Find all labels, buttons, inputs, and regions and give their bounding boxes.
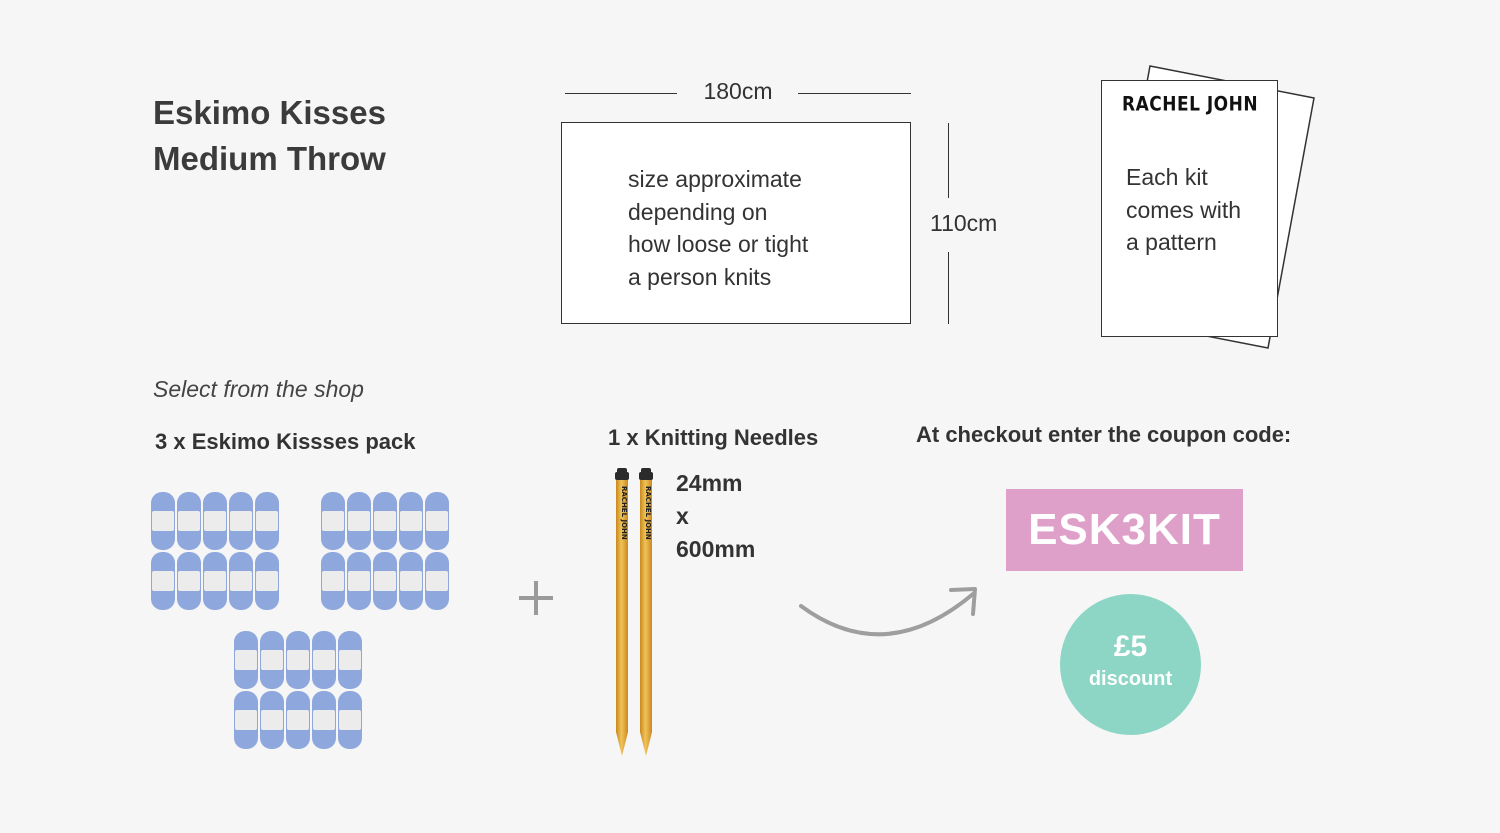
yarn-pack-1 xyxy=(148,490,286,617)
yarn-skein-icon xyxy=(229,552,253,610)
yarn-skein-icon xyxy=(338,631,362,689)
yarn-skein-icon xyxy=(286,631,310,689)
needle-2: RACHEL JOHN xyxy=(639,468,653,756)
yarn-pack-icon xyxy=(321,492,449,610)
width-line-right xyxy=(798,93,911,94)
size-note-line-3: how loose or tight xyxy=(628,231,809,257)
discount-amount: £5 xyxy=(1113,630,1148,663)
yarn-skein-icon xyxy=(399,552,423,610)
plus-icon xyxy=(519,581,553,615)
yarn-skein-icon xyxy=(234,631,258,689)
pattern-note-line-3: a pattern xyxy=(1126,229,1217,255)
coupon-code: ESK3KIT xyxy=(1006,489,1243,571)
needle-1: RACHEL JOHN xyxy=(615,468,629,756)
coupon-instruction: At checkout enter the coupon code: xyxy=(916,422,1292,447)
yarn-skein-icon xyxy=(260,631,284,689)
size-note: size approximate depending on how loose … xyxy=(628,163,808,293)
yarn-skein-icon xyxy=(203,492,227,550)
yarn-skein-icon xyxy=(286,691,310,749)
width-dimension: 180cm xyxy=(565,78,911,108)
yarn-pack-icon xyxy=(151,492,279,610)
needles-label: 1 x Knitting Needles xyxy=(608,425,819,450)
select-from-shop-label: Select from the shop xyxy=(153,376,364,402)
curved-arrow-icon xyxy=(799,587,977,637)
height-line-bottom xyxy=(948,252,949,324)
yarn-pack-2 xyxy=(318,490,456,617)
height-line-top xyxy=(948,123,949,198)
title-line-2: Medium Throw xyxy=(153,140,386,177)
yarn-skein-icon xyxy=(260,691,284,749)
needle-size-line-3: 600mm xyxy=(676,536,756,562)
yarn-skein-icon xyxy=(347,552,371,610)
width-line-left xyxy=(565,93,677,94)
yarn-skein-icon xyxy=(255,492,279,550)
yarn-skein-icon xyxy=(399,492,423,550)
svg-text:RACHEL JOHN: RACHEL JOHN xyxy=(644,486,652,540)
needle-size-line-2: x xyxy=(676,503,689,529)
svg-text:RACHEL JOHN: RACHEL JOHN xyxy=(620,486,628,540)
yarn-pack-3 xyxy=(231,629,369,756)
yarn-skein-icon xyxy=(229,492,253,550)
size-note-line-2: depending on xyxy=(628,198,768,225)
yarn-skein-icon xyxy=(177,552,201,610)
yarn-pack-icon xyxy=(234,631,362,749)
yarn-skein-icon xyxy=(255,552,279,610)
yarn-skein-icon xyxy=(373,492,397,550)
yarn-skein-icon xyxy=(234,691,258,749)
yarn-skein-icon xyxy=(338,691,362,749)
pattern-card: RACHEL JOHN Each kit comes with a patter… xyxy=(1101,80,1278,337)
width-label: 180cm xyxy=(703,78,773,104)
title-line-1: Eskimo Kisses xyxy=(153,94,386,131)
size-diagram-box: size approximate depending on how loose … xyxy=(561,122,911,324)
size-note-line-4: a person knits xyxy=(628,263,772,290)
yarn-skein-icon xyxy=(312,691,336,749)
pattern-note: Each kit comes with a pattern xyxy=(1126,161,1241,259)
pattern-note-line-1: Each kit xyxy=(1126,164,1208,190)
yarn-skein-icon xyxy=(321,492,345,550)
height-label: 110cm xyxy=(930,210,998,236)
yarn-skein-icon xyxy=(425,492,449,550)
yarn-skein-icon xyxy=(151,492,175,550)
pattern-note-line-2: comes with xyxy=(1126,196,1242,223)
brand-logo: RACHEL JOHN xyxy=(1122,93,1259,116)
discount-badge: £5 discount xyxy=(1060,594,1201,735)
yarn-skein-icon xyxy=(347,492,371,550)
yarn-skein-icon xyxy=(321,552,345,610)
pack-label: 3 x Eskimo Kissses pack xyxy=(155,429,416,454)
yarn-skein-icon xyxy=(151,552,175,610)
product-title: Eskimo Kisses Medium Throw xyxy=(153,90,386,182)
yarn-skein-icon xyxy=(373,552,397,610)
yarn-skein-icon xyxy=(177,492,201,550)
knitting-needles-icon: RACHEL JOHN RACHEL JOHN xyxy=(615,468,653,756)
yarn-skein-icon xyxy=(203,552,227,610)
yarn-skein-icon xyxy=(312,631,336,689)
discount-word: discount xyxy=(1088,668,1173,690)
yarn-skein-icon xyxy=(425,552,449,610)
size-note-line-1: size approximate xyxy=(628,166,802,192)
needle-size-line-1: 24mm xyxy=(676,470,743,496)
needle-size: 24mm x 600mm xyxy=(676,467,755,566)
